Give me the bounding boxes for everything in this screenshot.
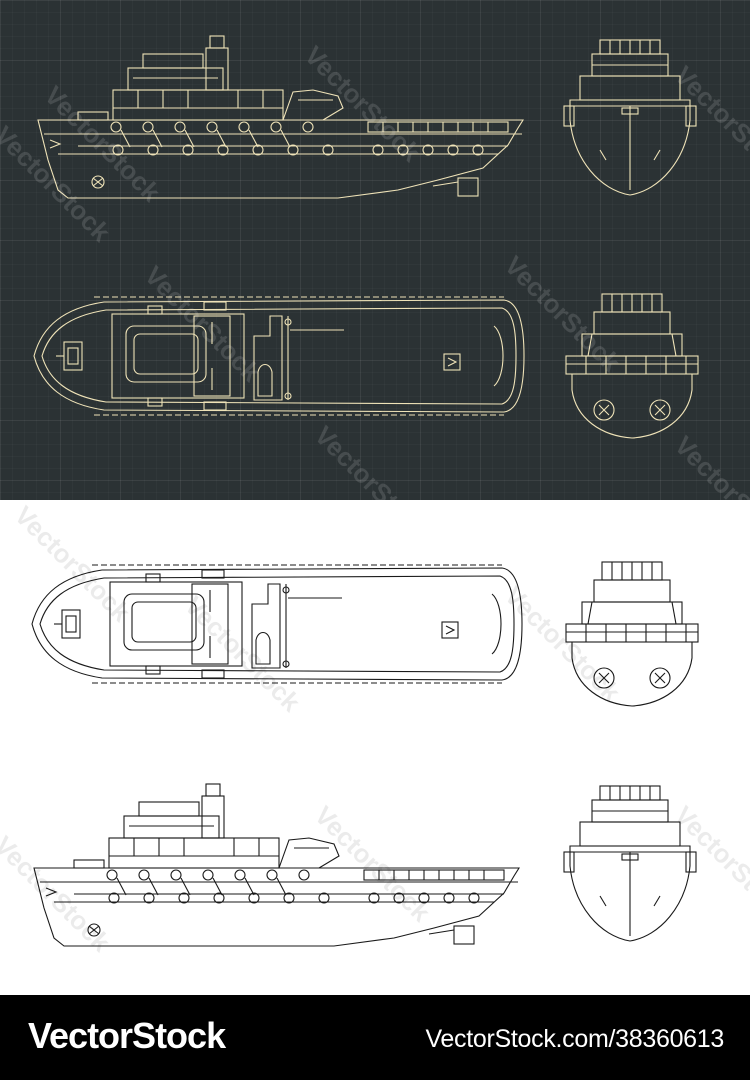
- tug-bow-elevation-light: [563, 785, 697, 942]
- tug-deck-plan-dark: [33, 296, 525, 416]
- footer-bar: VectorStock VectorStock.com/38360613: [0, 995, 750, 1080]
- brand-logo: VectorStock: [28, 1015, 226, 1056]
- image-reference-url: VectorStock.com/38360613: [425, 1025, 724, 1053]
- tug-stern-elevation-light: [565, 561, 699, 707]
- dark-blueprint-drawings: [33, 35, 699, 439]
- tug-deck-plan-light: [31, 564, 523, 684]
- dark-blueprint-panel: VectorStock VectorStock VectorStock Vect…: [0, 0, 750, 557]
- tug-stern-elevation-dark: [565, 293, 699, 439]
- tug-side-elevation-dark: [37, 35, 524, 199]
- light-line-drawings: [31, 561, 699, 947]
- tug-bow-elevation-dark: [563, 39, 697, 196]
- light-drawing-panel: VectorStock VectorStock VectorStock Vect…: [0, 500, 750, 995]
- tug-side-elevation-light: [33, 783, 520, 947]
